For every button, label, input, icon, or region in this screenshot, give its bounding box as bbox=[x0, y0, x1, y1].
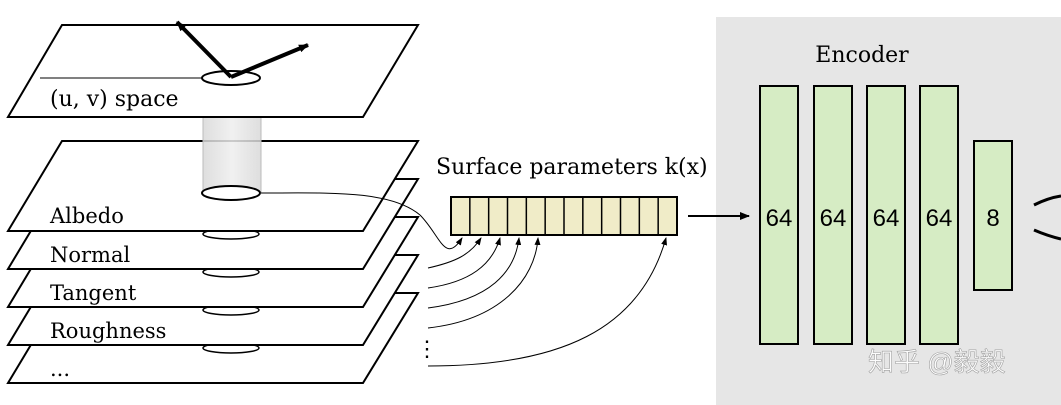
layer-label-normal: Normal bbox=[50, 243, 130, 267]
encoder-layer-3-label: 64 bbox=[873, 205, 900, 232]
connector-albedo bbox=[260, 192, 463, 250]
layer-label-tangent: Tangent bbox=[50, 281, 137, 305]
encoder-layer-3 bbox=[866, 85, 906, 345]
encoder-layer-4-label: 64 bbox=[926, 205, 953, 232]
vertical-ellipsis: ⋮ bbox=[416, 337, 438, 362]
layer-label-roughness: Roughness bbox=[50, 319, 166, 343]
surface-param-vector bbox=[450, 196, 678, 236]
encoder-layer-1-label: 64 bbox=[766, 205, 793, 232]
watermark: 知乎 @毅毅 bbox=[868, 347, 1006, 377]
encoder-layer-2-label: 64 bbox=[820, 205, 847, 232]
encoder-output-line-bottom bbox=[1033, 228, 1061, 241]
surface-param-cells bbox=[469, 197, 659, 235]
encoder-layer-5 bbox=[973, 140, 1013, 291]
frame-axis-right-icon bbox=[230, 43, 309, 79]
encoder-layer-4 bbox=[919, 85, 959, 345]
layer-label-more: ... bbox=[50, 357, 70, 381]
encoder-title: Encoder bbox=[815, 43, 909, 68]
frame-axis-up-icon bbox=[175, 20, 233, 79]
encoder-layers: 64 64 64 64 8 bbox=[759, 85, 1013, 345]
connector-tangent bbox=[427, 237, 501, 289]
uv-sample-ellipse bbox=[201, 70, 261, 86]
connector-extra-1 bbox=[427, 237, 541, 329]
encoder-output-line-top bbox=[1033, 194, 1061, 207]
albedo-sample-ellipse bbox=[201, 185, 261, 201]
encoder-layer-1 bbox=[759, 85, 799, 345]
uv-space-label: (u, v) space bbox=[50, 87, 179, 112]
encoder-layer-5-label: 8 bbox=[986, 205, 999, 232]
connector-normal bbox=[427, 237, 482, 269]
uv-space-plane bbox=[6, 24, 420, 118]
encoder-layer-2 bbox=[813, 85, 853, 345]
connector-more bbox=[427, 237, 667, 367]
layer-label-albedo: Albedo bbox=[49, 204, 124, 228]
layer-to-vector-connectors bbox=[260, 192, 667, 367]
connector-roughness bbox=[427, 237, 522, 309]
surface-params-label: Surface parameters k(x) bbox=[436, 155, 708, 180]
